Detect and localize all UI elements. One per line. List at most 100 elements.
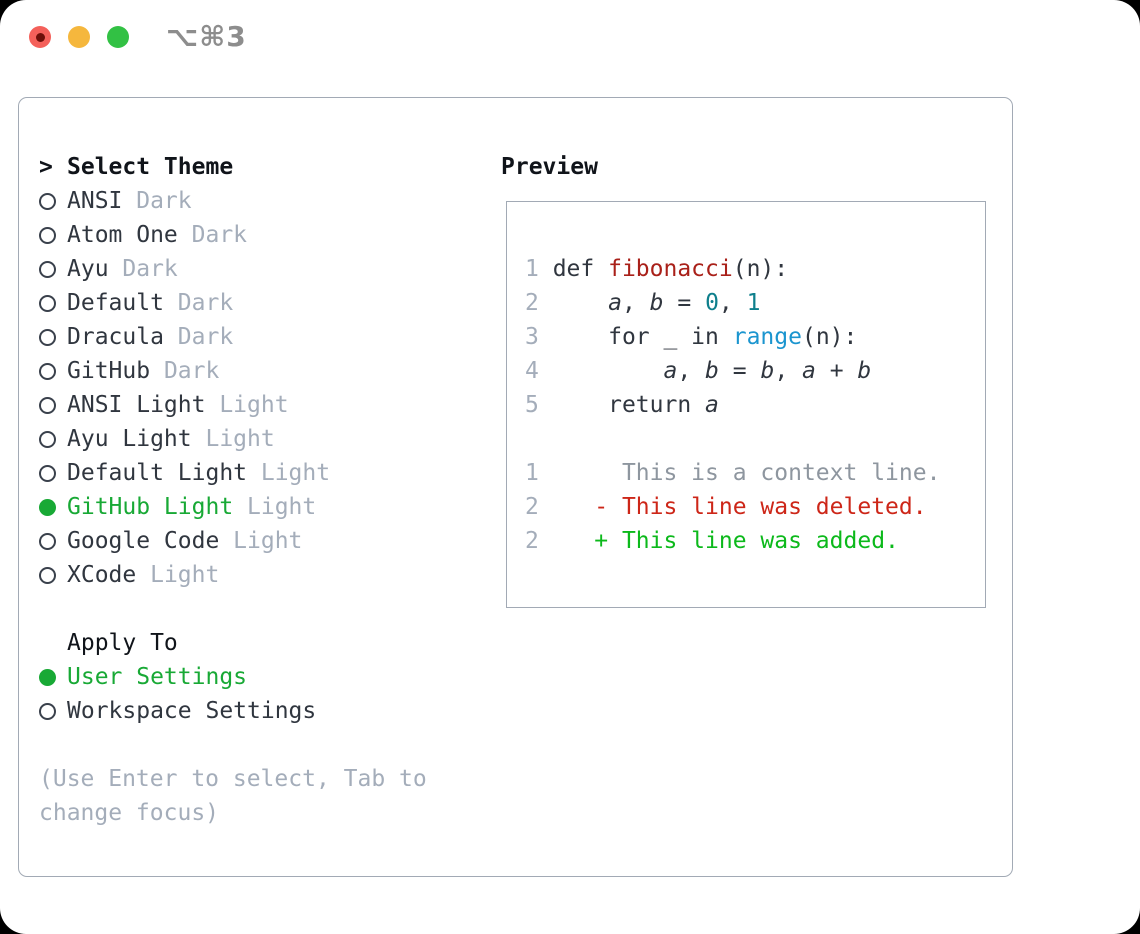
theme-variant: Dark	[122, 256, 178, 282]
theme-option-ansi-light[interactable]: ANSI Light Light	[39, 388, 427, 422]
code-token: range	[732, 324, 802, 350]
theme-option-xcode[interactable]: XCode Light	[39, 558, 427, 592]
radio-cell	[39, 328, 67, 346]
theme-name: XCode	[67, 562, 137, 588]
code-line	[525, 422, 985, 456]
line-number: 4	[525, 358, 553, 384]
theme-name: Google Code	[67, 528, 220, 554]
line-number: 2	[525, 494, 553, 520]
code-line: 5 return a	[525, 388, 985, 422]
traffic-lights	[29, 26, 129, 48]
theme-option-dracula[interactable]: Dracula Dark	[39, 320, 427, 354]
window-title: ⌥⌘3	[166, 20, 247, 53]
theme-name: Default	[67, 290, 164, 316]
radio-cell	[39, 192, 67, 210]
theme-option-ayu[interactable]: Ayu Dark	[39, 252, 427, 286]
apply-to-option-label: User Settings	[67, 664, 248, 690]
zoom-button[interactable]	[107, 26, 129, 48]
code-token: ,	[621, 290, 650, 316]
theme-option-ayu-light[interactable]: Ayu Light Light	[39, 422, 427, 456]
radio-cell	[39, 396, 67, 414]
theme-name: ANSI	[67, 188, 123, 214]
code-token: =	[663, 290, 706, 316]
apply-to-option-user-settings[interactable]: User Settings	[39, 660, 427, 694]
code-line: 2 a, b = 0, 1	[525, 286, 985, 320]
line-number: 1	[525, 460, 553, 486]
line-number: 2	[525, 528, 553, 554]
code-token: - This line was deleted.	[552, 494, 927, 520]
theme-variant: Light	[233, 528, 303, 554]
radio-unselected-icon	[39, 226, 56, 244]
code-token: for _ in	[552, 324, 733, 350]
theme-variant: Dark	[191, 222, 248, 248]
theme-name: Default Light	[67, 460, 248, 486]
theme-option-default-light[interactable]: Default Light Light	[39, 456, 427, 490]
titlebar: ⌥⌘3	[0, 0, 1140, 97]
theme-name: Ayu	[67, 256, 109, 282]
radio-unselected-icon	[39, 566, 56, 584]
code-token: ,	[718, 290, 747, 316]
theme-variant: Dark	[177, 324, 234, 350]
theme-name: Ayu Light	[67, 426, 192, 452]
radio-cell	[39, 532, 67, 550]
code-line: 2 - This line was deleted.	[525, 490, 985, 524]
radio-unselected-icon	[39, 362, 56, 380]
prompt-marker-cell: >	[39, 150, 67, 184]
theme-name: ANSI Light	[67, 392, 206, 418]
code-token: return	[552, 392, 706, 418]
theme-name: Dracula	[67, 324, 164, 350]
code-token: b	[705, 358, 719, 384]
line-number: 1	[525, 256, 553, 282]
radio-unselected-icon	[39, 464, 56, 482]
code-line: 1 def fibonacci(n):	[525, 252, 985, 286]
line-number: 5	[525, 392, 553, 418]
code-token: + This line was added.	[552, 528, 899, 554]
radio-cell	[39, 294, 67, 312]
code-token: b	[649, 290, 664, 316]
close-button[interactable]	[29, 26, 51, 48]
minimize-button[interactable]	[68, 26, 90, 48]
theme-variant: Light	[150, 562, 220, 588]
theme-option-ansi[interactable]: ANSI Dark	[39, 184, 427, 218]
code-token: This is a context line.	[552, 460, 941, 486]
code-token: b	[760, 358, 775, 384]
radio-cell	[39, 702, 67, 720]
radio-unselected-icon	[39, 294, 56, 312]
theme-name: Atom One	[67, 222, 178, 248]
radio-unselected-icon	[39, 328, 56, 346]
theme-variant: Light	[219, 392, 289, 418]
code-token: def	[552, 256, 609, 282]
hint-line-2: change focus)	[39, 800, 220, 826]
theme-option-google-code[interactable]: Google Code Light	[39, 524, 427, 558]
select-theme-title: Select Theme	[67, 154, 234, 180]
theme-variant: Dark	[177, 290, 234, 316]
radio-selected-icon	[39, 668, 56, 686]
line-number: 3	[525, 324, 553, 350]
radio-cell	[39, 498, 67, 516]
theme-option-atom-one[interactable]: Atom One Dark	[39, 218, 427, 252]
theme-variant: Light	[205, 426, 275, 452]
select-theme-header: > Select Theme	[39, 150, 427, 184]
apply-to-option-label: Workspace Settings	[67, 698, 317, 724]
theme-variant: Dark	[136, 188, 192, 214]
code-token: =	[718, 358, 761, 384]
radio-unselected-icon	[39, 702, 56, 720]
code-line: 3 for _ in range(n):	[525, 320, 985, 354]
apply-to-option-workspace-settings[interactable]: Workspace Settings	[39, 694, 427, 728]
theme-variant: Light	[260, 460, 331, 486]
radio-unselected-icon	[39, 430, 56, 448]
radio-cell	[39, 362, 67, 380]
code-token: 1	[746, 290, 761, 316]
code-token: 0	[705, 290, 719, 316]
theme-variant: Dark	[163, 358, 220, 384]
theme-option-default[interactable]: Default Dark	[39, 286, 427, 320]
radio-cell	[39, 226, 67, 244]
code-token: ,	[774, 358, 803, 384]
